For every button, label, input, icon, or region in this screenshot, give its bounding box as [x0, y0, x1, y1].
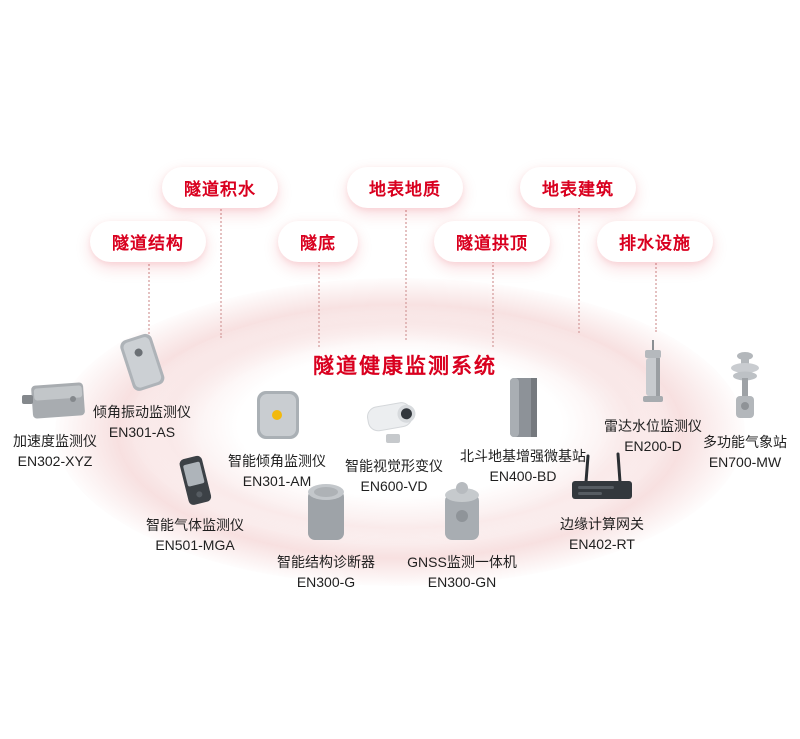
- device-weather-station: 多功能气象站 EN700-MW: [685, 346, 800, 471]
- device-gas-monitor: 智能气体监测仪 EN501-MGA: [135, 453, 255, 554]
- device-structure-diagnoser: 智能结构诊断器 EN300-G: [266, 476, 386, 591]
- category-badge-tunnel-water: 隧道积水: [162, 167, 278, 208]
- category-badge-drainage: 排水设施: [597, 221, 713, 262]
- device-model-label: EN400-BD: [489, 467, 557, 484]
- device-name-label: 智能气体监测仪: [146, 517, 244, 533]
- device-accelerometer: 加速度监测仪 EN302-XYZ: [0, 375, 115, 470]
- device-model-label: EN600-VD: [360, 477, 428, 494]
- tilt-vibration-monitor-image: [112, 330, 172, 396]
- device-edge-gateway: 边缘计算网关 EN402-RT: [542, 450, 662, 553]
- gas-monitor-image: [173, 453, 217, 509]
- connector-line-tunnel-bottom: [318, 252, 320, 347]
- device-model-label: EN302-XYZ: [17, 452, 93, 469]
- device-radar-water-level: 雷达水位监测仪 EN200-D: [593, 338, 713, 455]
- connector-line-tunnel-vault: [492, 252, 494, 347]
- device-model-label: EN402-RT: [569, 535, 635, 552]
- badge-label: 地表建筑: [542, 180, 614, 199]
- badge-label: 隧底: [300, 234, 336, 253]
- category-badge-surface-geology: 地表地质: [347, 167, 463, 208]
- visual-deformation-camera-image: [362, 392, 426, 450]
- device-gnss-monitor: GNSS监测一体机 EN300-GN: [402, 476, 522, 591]
- device-model-label: EN301-AM: [242, 472, 312, 489]
- device-name-label: 智能视觉形变仪: [345, 458, 443, 474]
- device-model-label: EN700-MW: [708, 453, 782, 470]
- connector-line-tunnel-structure: [148, 252, 150, 342]
- category-badge-tunnel-structure: 隧道结构: [90, 221, 206, 262]
- tilt-monitor-image: [249, 385, 305, 445]
- device-tilt-monitor: 智能倾角监测仪 EN301-AM: [217, 385, 337, 490]
- weather-station-image: [717, 346, 773, 426]
- structure-diagnoser-image: [298, 476, 354, 546]
- connector-line-tunnel-water: [220, 198, 222, 338]
- diagram-title: 隧道健康监测系统: [313, 355, 497, 378]
- badge-label: 隧道积水: [184, 180, 256, 199]
- device-name-label: GNSS监测一体机: [407, 554, 517, 570]
- radar-water-level-image: [633, 338, 673, 410]
- device-beidou-base-station: 北斗地基增强微基站 EN400-BD: [460, 374, 586, 485]
- badge-label: 地表地质: [369, 180, 441, 199]
- device-model-label: EN200-D: [624, 437, 682, 454]
- device-model-label: EN301-AS: [108, 423, 176, 440]
- badge-label: 排水设施: [619, 234, 691, 253]
- device-name-label: 倾角振动监测仪: [93, 404, 191, 420]
- device-name-label: 北斗地基增强微基站: [460, 448, 586, 464]
- badge-label: 隧道结构: [112, 234, 184, 253]
- device-model-label: EN300-GN: [427, 573, 497, 590]
- device-name-label: 雷达水位监测仪: [604, 418, 702, 434]
- gnss-monitor-image: [434, 476, 490, 546]
- device-name-label: 边缘计算网关: [560, 516, 644, 532]
- category-badge-tunnel-vault: 隧道拱顶: [434, 221, 550, 262]
- connector-line-surface-building: [578, 198, 580, 333]
- device-name-label: 智能倾角监测仪: [228, 453, 326, 469]
- device-name-label: 加速度监测仪: [13, 433, 97, 449]
- device-visual-deformation-camera: 智能视觉形变仪 EN600-VD: [334, 392, 454, 495]
- device-name-label: 智能结构诊断器: [277, 554, 375, 570]
- beidou-base-station-image: [499, 374, 547, 440]
- accelerometer-image: [20, 375, 90, 425]
- connector-line-drainage: [655, 252, 657, 332]
- edge-gateway-image: [564, 450, 640, 508]
- device-tilt-vibration-monitor: 倾角振动监测仪 EN301-AS: [82, 330, 202, 441]
- category-badge-surface-building: 地表建筑: [520, 167, 636, 208]
- badge-label: 隧道拱顶: [456, 234, 528, 253]
- category-badge-tunnel-bottom: 隧底: [278, 221, 358, 262]
- device-model-label: EN300-G: [296, 573, 356, 590]
- connector-line-surface-geology: [405, 198, 407, 340]
- device-name-label: 多功能气象站: [703, 434, 787, 450]
- device-model-label: EN501-MGA: [155, 536, 235, 553]
